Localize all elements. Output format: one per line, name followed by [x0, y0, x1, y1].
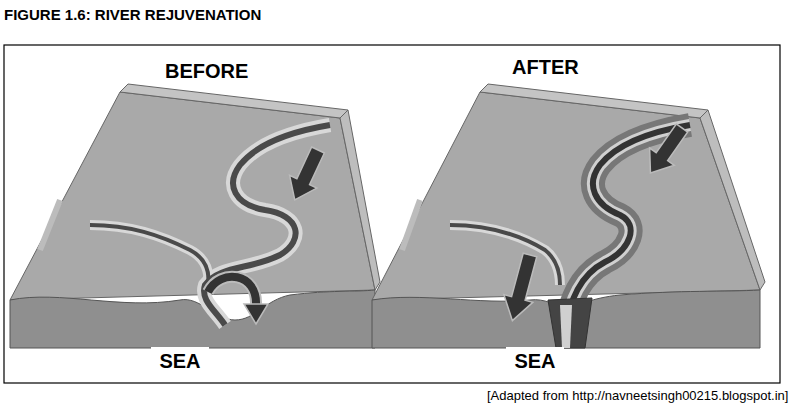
- block-front: [10, 290, 375, 348]
- tributary: [450, 225, 560, 285]
- river-bank: [90, 225, 208, 285]
- figure-frame: [4, 45, 780, 383]
- after-block: [372, 84, 765, 348]
- curved-arrow: [208, 277, 256, 306]
- block-ridge: [120, 84, 348, 118]
- block-front: [372, 290, 760, 348]
- node-text: SEA: [159, 350, 201, 373]
- source-caption: [Adapted from http://navneetsingh00215.b…: [487, 388, 788, 403]
- before-block: [10, 84, 380, 348]
- panel-label: AFTER: [512, 56, 579, 79]
- block-side: [700, 110, 765, 290]
- flow-arrow: [281, 144, 331, 207]
- sea-label-box: SEA: [151, 347, 209, 376]
- flow-arrow: [498, 251, 545, 324]
- curved-arrow-outline: [208, 277, 256, 306]
- figure-title: FIGURE 1.6: RIVER REJUVENATION: [4, 6, 261, 23]
- block-side: [340, 110, 380, 290]
- surface-streak: [402, 200, 420, 250]
- arrow-head: [244, 304, 268, 324]
- tributary: [90, 225, 208, 285]
- flow-arrow: [638, 119, 694, 181]
- node-text: SEA: [514, 350, 556, 373]
- sea-label-box: SEA: [506, 347, 564, 376]
- river-bank: [450, 225, 560, 285]
- surface-streak: [40, 200, 60, 250]
- gorge: [548, 298, 592, 348]
- gorge-river: [560, 305, 572, 348]
- panel-label: BEFORE: [165, 60, 248, 83]
- block-ridge: [480, 84, 708, 118]
